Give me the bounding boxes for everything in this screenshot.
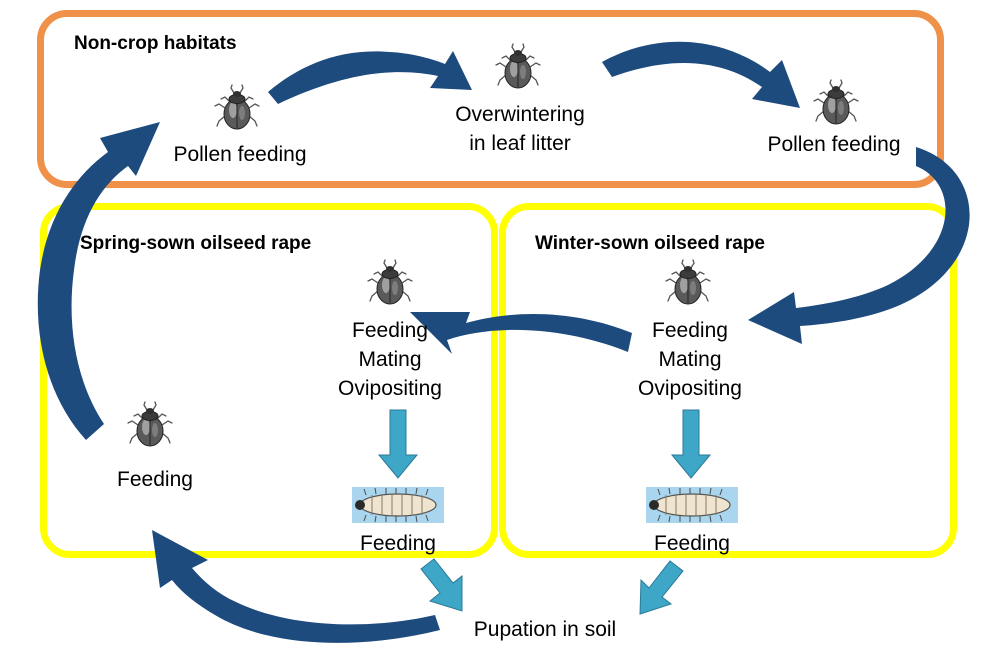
- arrow-spring-larva-to-soil: [420, 558, 463, 612]
- development-arrows: [377, 409, 712, 615]
- arrow-winter-to-spring-sown-rape: [410, 312, 632, 354]
- pollen-beetle-icon: [813, 79, 859, 125]
- spring-sown-title: Spring-sown oilseed rape: [80, 233, 312, 254]
- winter-adult-activities: Feeding Mating Ovipositing: [638, 319, 742, 400]
- non-crop-habitats-box: [37, 10, 944, 188]
- arrow-winter-larva-to-soil: [639, 560, 684, 615]
- pollen-beetle-icon: [214, 84, 260, 130]
- arrow-new-generation-to-non-crop: [37, 122, 160, 440]
- overwintering-label: Overwintering in leaf litter: [455, 103, 585, 155]
- arrow-to-spring-pollen-feeding: [602, 41, 800, 109]
- winter-sown-oilseed-rape-box: [499, 203, 957, 558]
- larva-icon: [645, 486, 739, 524]
- arrow-winter-oviposition-to-larva: [670, 409, 712, 479]
- winter-sown-title: Winter-sown oilseed rape: [535, 233, 765, 254]
- non-crop-habitats-title: Non-crop habitats: [74, 33, 237, 54]
- new-adult-feeding-label: Feeding: [117, 468, 193, 491]
- pollen-beetle-icon: [495, 43, 541, 89]
- pollen-beetle-icon: [665, 259, 711, 305]
- pollen-feeding-label: Pollen feeding: [767, 133, 901, 156]
- arrow-to-winter-sown-rape: [748, 147, 970, 344]
- larva-icon: [351, 486, 445, 524]
- spring-sown-oilseed-rape-box: [40, 203, 498, 558]
- migration-arrows: [37, 41, 970, 643]
- pupation-in-soil-label: Pupation in soil: [473, 618, 617, 641]
- pollen-feeding-label: Pollen feeding: [173, 143, 307, 166]
- pollen-beetle-icon: [367, 259, 413, 305]
- arrow-overwintering-to-pollen-feeding: [268, 51, 472, 104]
- spring-larva-feeding-label: Feeding: [360, 532, 436, 555]
- winter-larva-feeding-label: Feeding: [654, 532, 730, 555]
- pollen-beetle-icon: [127, 401, 173, 447]
- spring-adult-activities: Feeding Mating Ovipositing: [338, 319, 442, 400]
- arrow-pupation-to-new-adults: [152, 530, 440, 643]
- arrow-spring-oviposition-to-larva: [377, 409, 419, 479]
